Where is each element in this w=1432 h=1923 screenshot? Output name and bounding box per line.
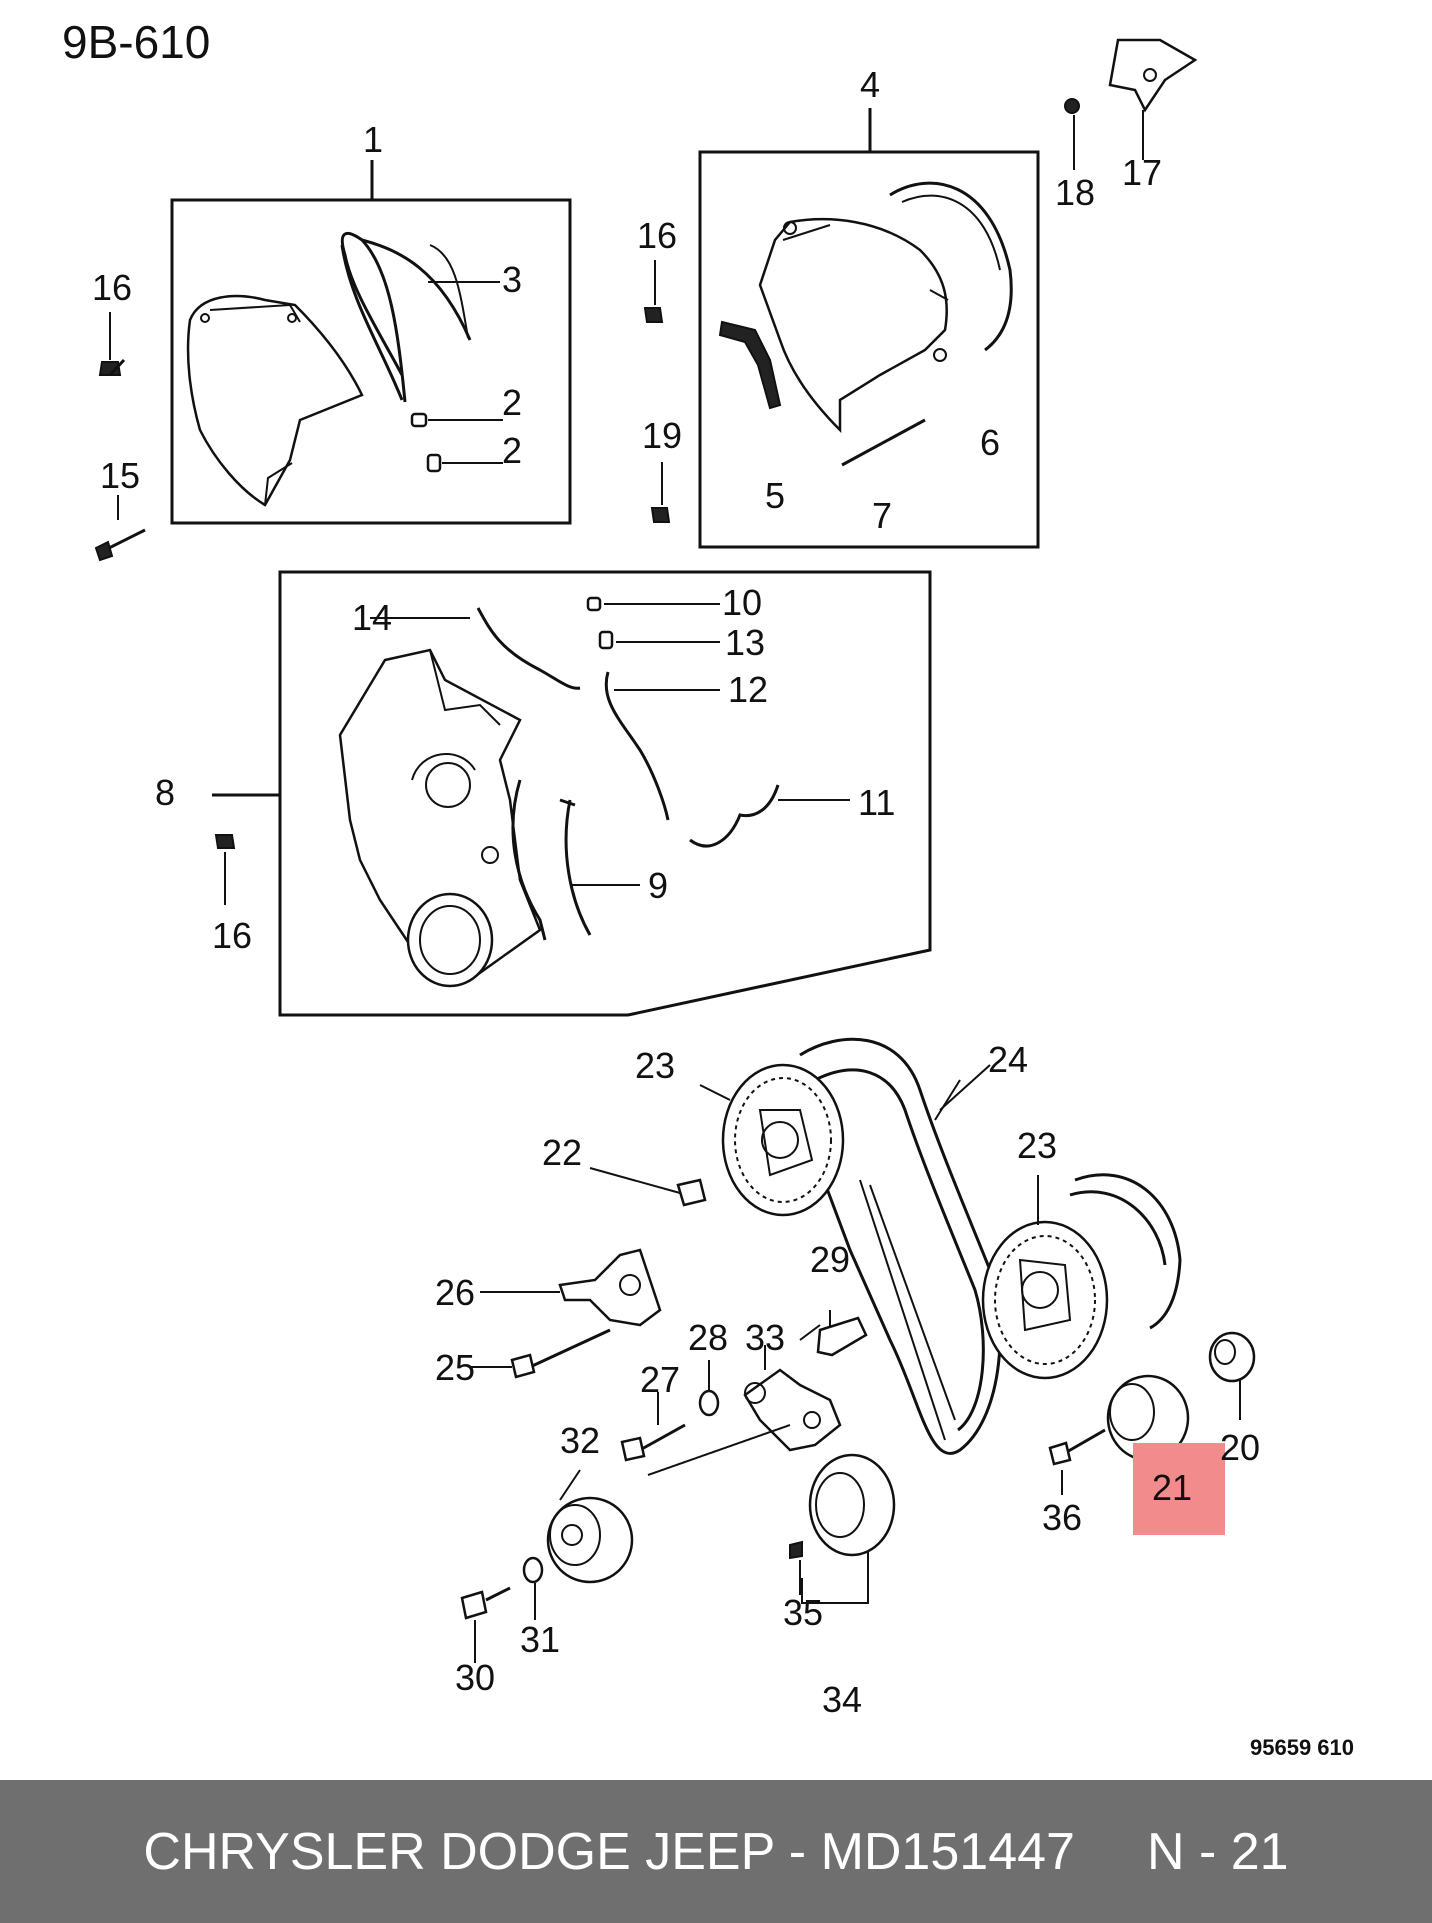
- callout-label: 29: [810, 1239, 850, 1280]
- bracket-17: [1108, 38, 1198, 160]
- bolt-15: [94, 495, 146, 562]
- callout-label: 8: [155, 772, 175, 813]
- callout-label: 2: [502, 382, 522, 423]
- callout-label: 33: [745, 1317, 785, 1358]
- callout-label: 31: [520, 1619, 560, 1660]
- pins-2: [410, 412, 503, 473]
- seal-12: [604, 671, 670, 821]
- seal-7: [841, 418, 926, 467]
- seal-5: [718, 320, 782, 410]
- page-code: 9B-610: [62, 16, 210, 68]
- drawing-number: 95659 610: [1250, 1735, 1354, 1760]
- callout-label: 14: [352, 597, 392, 638]
- callout-label: 21: [1152, 1467, 1192, 1508]
- seal-9: [511, 779, 592, 941]
- seal-14: [476, 607, 581, 690]
- callout-label: 36: [1042, 1497, 1082, 1538]
- callout-label: 34: [822, 1679, 862, 1720]
- callout-highlight: [1133, 1443, 1225, 1535]
- seal-11: [689, 784, 780, 848]
- bolt-18: [1064, 98, 1080, 170]
- callout-label: 5: [765, 475, 785, 516]
- callout-label: 16: [212, 915, 252, 956]
- footer-title: CHRYSLER DODGE JEEP - MD151447: [143, 1822, 1075, 1881]
- upper-cover-right-part: [758, 217, 949, 434]
- callout-label: 11: [858, 782, 895, 823]
- pin-13: [598, 630, 614, 650]
- group-box-1: [170, 160, 572, 525]
- callout-label: 28: [688, 1317, 728, 1358]
- bolt-36: [1048, 1428, 1106, 1495]
- tensioner-arm-33: [743, 1345, 842, 1452]
- callout-label: 18: [1055, 172, 1095, 213]
- callout-label: 27: [640, 1359, 680, 1400]
- callout-label: 12: [728, 669, 768, 710]
- callout-label: 13: [725, 622, 765, 663]
- spacer-20: [1208, 1331, 1256, 1420]
- group-box-4: [698, 108, 1040, 549]
- camshaft-sprocket-23-right: [981, 1220, 1109, 1380]
- idler-pulley-32: [546, 1469, 634, 1584]
- bolt-25: [470, 1328, 611, 1379]
- callout-label: 16: [637, 215, 677, 256]
- callout-label: 7: [872, 495, 892, 536]
- callout-label: 10: [722, 582, 762, 623]
- callout-label: 24: [988, 1039, 1028, 1080]
- bolt-22: [589, 1167, 707, 1207]
- bolt-29: [816, 1310, 868, 1357]
- callout-labels: 1 2 2 3 4 5 6 7 8 9 10 11 12 13 14 15 16…: [92, 64, 1260, 1720]
- callout-label: 35: [783, 1592, 823, 1633]
- callout-label: 9: [648, 865, 668, 906]
- footer-part-ref: N - 21: [1146, 1822, 1289, 1881]
- key-35: [789, 1540, 803, 1595]
- callout-label: 4: [860, 64, 880, 105]
- callout-label: 15: [100, 455, 140, 496]
- seal-6: [889, 181, 1013, 352]
- bolt-30: [460, 1586, 511, 1663]
- bolt-16-a: [98, 312, 126, 377]
- callout-label: 22: [542, 1132, 582, 1173]
- group-box-8: [212, 570, 932, 1017]
- callout-label: 30: [455, 1657, 495, 1698]
- footer-bar: CHRYSLER DODGE JEEP - MD151447 N - 21: [0, 1780, 1432, 1923]
- washer-31: [522, 1556, 544, 1620]
- upper-cover-part: [186, 294, 364, 507]
- bolt-16-c: [214, 834, 236, 905]
- callout-label: 2: [502, 430, 522, 471]
- lower-cover-part: [338, 648, 542, 988]
- seal-3: [340, 231, 472, 403]
- callout-label: 6: [980, 422, 1000, 463]
- callout-label: 19: [642, 415, 682, 456]
- tensioner-26: [480, 1248, 662, 1327]
- callout-label: 32: [560, 1420, 600, 1461]
- callout-label: 26: [435, 1272, 475, 1313]
- bolt-16-b: [643, 260, 664, 323]
- pin-10: [586, 596, 602, 612]
- callout-label: 3: [502, 259, 522, 300]
- callout-label: 23: [635, 1045, 675, 1086]
- callout-label: 20: [1220, 1427, 1260, 1468]
- bolt-19: [650, 462, 671, 523]
- callout-label: 1: [363, 119, 383, 160]
- callout-label: 23: [1017, 1125, 1057, 1166]
- callout-label: 17: [1122, 152, 1162, 193]
- callout-label: 16: [92, 267, 132, 308]
- callout-label: 25: [435, 1347, 475, 1388]
- camshaft-sprocket-23-left: [721, 1063, 845, 1217]
- crankshaft-sprocket-34: [801, 1453, 896, 1604]
- washer-28: [698, 1360, 720, 1417]
- bolt-27: [620, 1392, 791, 1476]
- parts-diagram: 9B-610: [62, 16, 1354, 1760]
